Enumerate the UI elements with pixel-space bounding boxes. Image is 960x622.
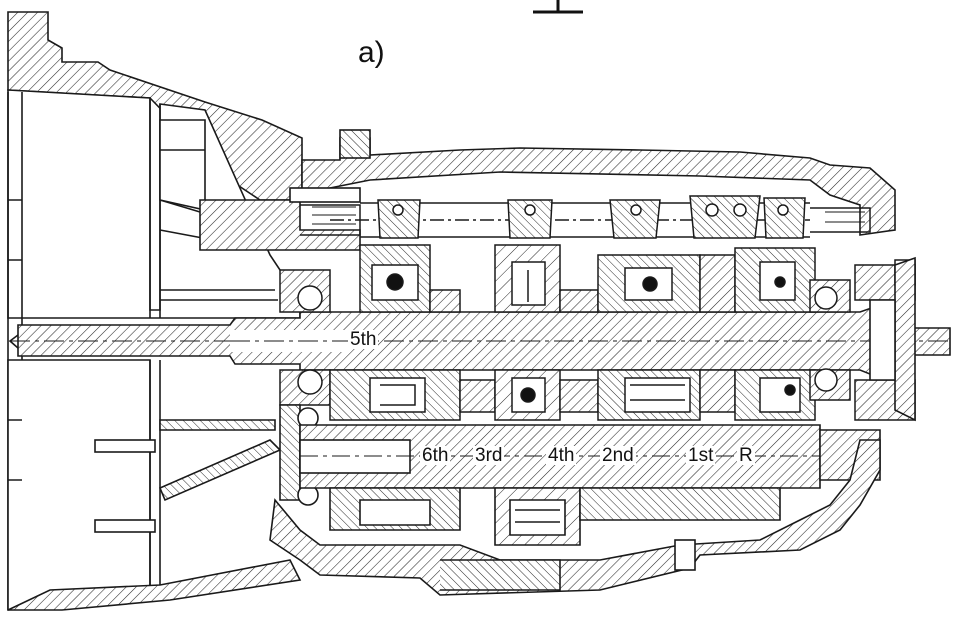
- section-marker: [533, 0, 583, 14]
- main-shaft: [8, 304, 951, 379]
- countershaft: [279, 404, 881, 546]
- upper-gear-set: [279, 244, 916, 313]
- gear-label-first: 1st: [686, 445, 716, 466]
- panel-label: a): [358, 36, 385, 69]
- main-housing-lower: [269, 439, 881, 596]
- gear-label-second: 2nd: [600, 445, 636, 466]
- lower-gear-set: [279, 368, 916, 421]
- gear-label-third: 3rd: [473, 445, 505, 466]
- gear-label-reverse: R: [737, 445, 755, 466]
- gear-label-fourth: 4th: [546, 445, 577, 466]
- bell-housing: [7, 11, 303, 611]
- shift-forks: [300, 195, 871, 239]
- gear-label-fifth: 5th: [348, 329, 379, 350]
- output-flange: [869, 256, 916, 422]
- gear-label-sixth: 6th: [420, 445, 451, 466]
